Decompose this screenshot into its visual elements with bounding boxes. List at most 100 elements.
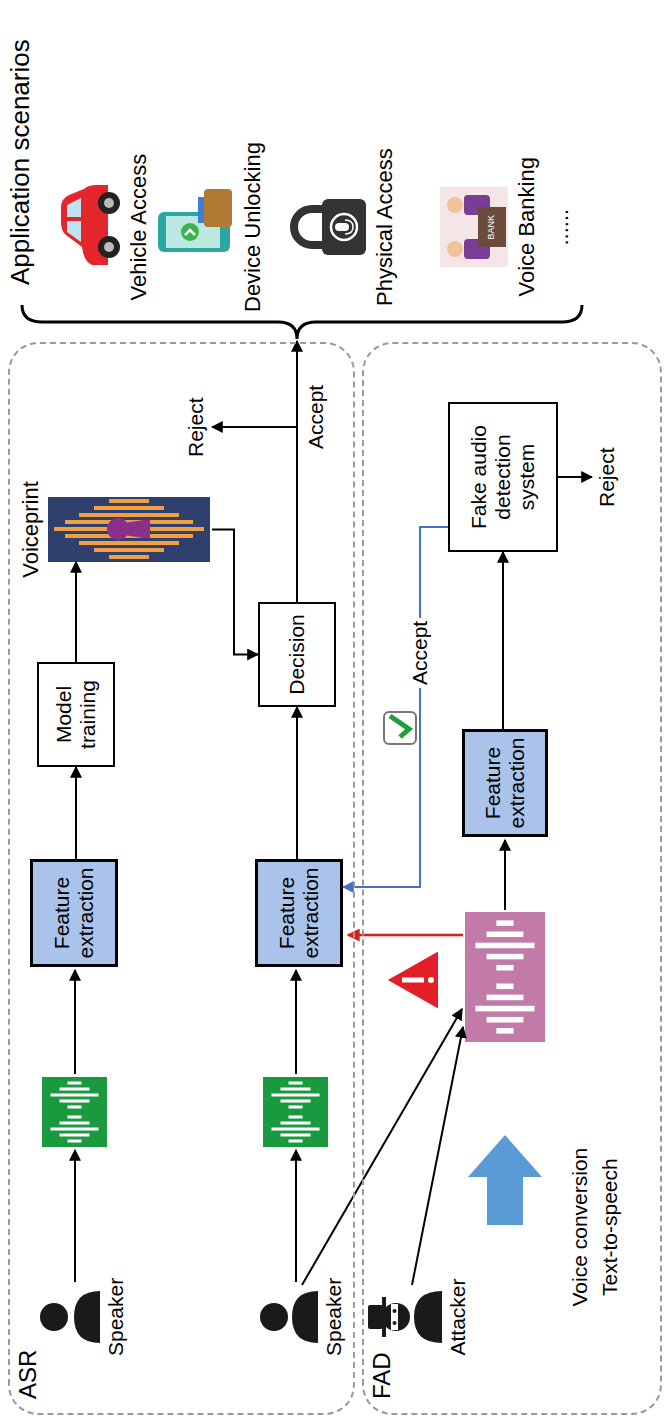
lock-icon bbox=[294, 199, 366, 255]
box-label: Feature extraction bbox=[50, 867, 98, 958]
decision-box: Decision bbox=[258, 602, 336, 707]
box-label: Voiceprint bbox=[18, 481, 43, 578]
box-label: Decision bbox=[285, 614, 309, 695]
bank-icon bbox=[440, 187, 508, 267]
connector bbox=[502, 552, 504, 729]
warning-sign bbox=[386, 950, 439, 1010]
edge-label: Accept bbox=[408, 618, 432, 688]
box-label: Feature extraction bbox=[481, 737, 529, 828]
attacker-mask bbox=[391, 1304, 398, 1330]
box-label: Model training bbox=[52, 670, 100, 759]
attacker-head bbox=[382, 1303, 410, 1331]
person-head bbox=[447, 241, 463, 257]
ellipsis: ...... bbox=[548, 209, 573, 246]
connector bbox=[212, 530, 258, 655]
person-head bbox=[447, 197, 463, 213]
car-hub bbox=[104, 242, 114, 252]
connector bbox=[75, 767, 77, 859]
process-box: Feature extraction bbox=[255, 859, 343, 967]
attack-method: Text-to-speech bbox=[598, 1158, 622, 1296]
arrow bbox=[504, 840, 506, 910]
check-frame bbox=[384, 712, 416, 744]
connector bbox=[75, 562, 77, 662]
speaker-head bbox=[40, 1303, 68, 1331]
connector bbox=[296, 707, 298, 859]
car-window bbox=[67, 221, 81, 242]
wallet bbox=[204, 189, 232, 227]
arrow bbox=[295, 1150, 297, 1282]
attacker-label: Attacker bbox=[446, 1278, 470, 1355]
speaker-body bbox=[74, 1291, 100, 1343]
car-icon bbox=[61, 185, 120, 265]
process-box: Feature extraction bbox=[30, 859, 118, 967]
check-badge bbox=[384, 712, 416, 744]
voiceprint-node: Voiceprint bbox=[18, 477, 212, 582]
arrow bbox=[212, 426, 297, 428]
waveform-pink bbox=[465, 912, 545, 1042]
mic-ring bbox=[331, 214, 357, 240]
box-label: Feature extraction bbox=[275, 867, 323, 958]
speaker-icon bbox=[260, 1291, 318, 1343]
speaker-icon bbox=[40, 1291, 100, 1343]
bank-desk bbox=[478, 207, 506, 247]
warning-dot bbox=[428, 977, 434, 983]
attacker-body bbox=[414, 1291, 442, 1343]
scenario-label: Device Unlocking bbox=[240, 142, 265, 312]
outcome-label: Reject bbox=[184, 397, 208, 457]
region-title: FAD bbox=[368, 1352, 396, 1399]
scenario-label: Physical Access bbox=[372, 148, 397, 306]
section-title: Application scenarios bbox=[6, 39, 36, 285]
waveform-green bbox=[263, 1077, 328, 1147]
scenario-label: Vehicle Access bbox=[126, 154, 151, 301]
attacker-icon bbox=[368, 1291, 442, 1343]
bank-ground bbox=[440, 187, 508, 267]
unlock-button bbox=[181, 223, 199, 241]
process-box: Model training bbox=[37, 662, 115, 767]
car-wheel bbox=[98, 236, 120, 258]
box-label: Fake audio detection system bbox=[467, 410, 539, 544]
arrow bbox=[412, 1027, 463, 1285]
process-box: Fake audio detection system bbox=[448, 402, 558, 552]
car-window bbox=[67, 198, 81, 217]
region-title: ASR bbox=[14, 1350, 42, 1399]
curly-bracket bbox=[22, 305, 582, 339]
speaker-label: Speaker bbox=[322, 1278, 346, 1356]
voiceprint-image bbox=[48, 497, 210, 562]
speaker-label: Speaker bbox=[104, 1278, 128, 1356]
mic-stand bbox=[345, 220, 353, 234]
arrow bbox=[74, 970, 76, 1074]
warning-triangle bbox=[386, 950, 439, 1010]
voiceprint-bars bbox=[54, 499, 204, 559]
waveform-bars bbox=[475, 920, 534, 1033]
dashed-region: ASR Feature extraction Model training Voice… bbox=[8, 342, 355, 1415]
attack-arrow bbox=[348, 934, 463, 937]
process-box: Feature extraction bbox=[462, 729, 548, 837]
outcome-label: Accept bbox=[304, 385, 328, 449]
arrow bbox=[74, 1150, 76, 1282]
waveform-bars bbox=[272, 1082, 320, 1143]
phone-icon bbox=[158, 189, 232, 252]
check-mark bbox=[390, 716, 409, 737]
waveform-bars bbox=[51, 1082, 99, 1143]
waveform-green bbox=[42, 1077, 107, 1147]
arrow bbox=[302, 1009, 462, 1285]
arrow bbox=[558, 476, 592, 478]
arrow bbox=[296, 341, 298, 602]
outcome-label: Reject bbox=[595, 447, 619, 507]
mic bbox=[335, 223, 349, 231]
attacker-eye bbox=[393, 1309, 397, 1313]
lock-body bbox=[322, 199, 366, 255]
voiceprint-ground bbox=[48, 497, 210, 562]
keyhole bbox=[124, 519, 150, 539]
attacker-eye bbox=[393, 1321, 397, 1325]
car-hub bbox=[104, 198, 114, 208]
warning-bar bbox=[402, 978, 424, 983]
attacker-hat bbox=[368, 1305, 383, 1329]
speaker-head bbox=[260, 1303, 288, 1331]
car-wheel bbox=[98, 192, 120, 214]
attack-method: Voice conversion bbox=[568, 1148, 592, 1307]
unlock-chevron bbox=[185, 230, 195, 235]
icon-text: BANK bbox=[486, 215, 496, 240]
connector bbox=[343, 527, 448, 887]
